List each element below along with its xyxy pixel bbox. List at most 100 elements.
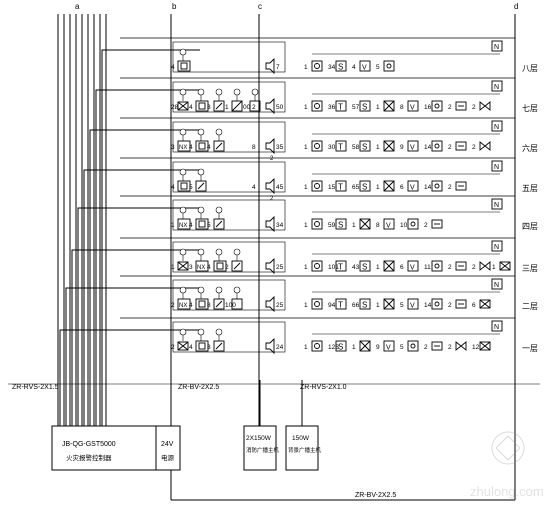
controller-name: 火灾报警控制器 bbox=[66, 453, 112, 462]
cable-label-left: ZR-RVS-2X1.5 bbox=[12, 384, 59, 391]
address-module-icon bbox=[197, 328, 205, 336]
floor-section-box bbox=[172, 241, 286, 273]
address-module-icon bbox=[197, 168, 205, 176]
device-count: 2 bbox=[171, 344, 175, 351]
svg-text:T: T bbox=[338, 143, 343, 152]
device-count: 2 bbox=[448, 104, 452, 111]
address-module-icon bbox=[215, 88, 223, 96]
bell-icon bbox=[195, 180, 207, 192]
svg-text:V: V bbox=[386, 223, 391, 230]
S-icon: S bbox=[359, 140, 371, 152]
svg-text:S: S bbox=[362, 301, 367, 310]
circle-icon bbox=[407, 340, 419, 352]
T-icon: T bbox=[335, 180, 347, 192]
NX-icon: NX bbox=[177, 218, 191, 230]
amp1-rating: 2X150W bbox=[246, 435, 272, 442]
svg-text:S: S bbox=[362, 183, 367, 192]
speaker-count: 34 bbox=[276, 222, 284, 229]
square-circle-icon bbox=[311, 260, 323, 272]
flag-icon bbox=[455, 181, 467, 191]
square-circle-icon bbox=[311, 340, 323, 352]
floor-label: 八层 bbox=[522, 64, 538, 73]
device-count: 100 bbox=[225, 302, 236, 309]
power-supply-box: 24V 电源 bbox=[155, 425, 181, 471]
speaker-icon bbox=[265, 57, 275, 75]
valve-icon bbox=[359, 340, 371, 352]
device-count: 2 bbox=[270, 156, 274, 162]
trunk-line bbox=[89, 129, 200, 426]
svg-text:V: V bbox=[410, 185, 415, 192]
circle-icon bbox=[383, 60, 395, 72]
device-count: 1 bbox=[304, 344, 308, 351]
device-count: 5 bbox=[207, 222, 211, 229]
svg-text:V: V bbox=[410, 145, 415, 152]
floor-section-box bbox=[172, 161, 286, 193]
T-icon: T bbox=[335, 140, 347, 152]
floor-label: 一层 bbox=[522, 344, 538, 353]
N-icon: N bbox=[491, 120, 503, 132]
device-count: 58 bbox=[352, 144, 360, 151]
trunk-line bbox=[59, 329, 200, 426]
column-label-d: d bbox=[514, 2, 518, 11]
module-icon bbox=[177, 180, 191, 192]
device-count: 36 bbox=[328, 104, 336, 111]
device-count: 5 bbox=[400, 344, 404, 351]
trunk-line bbox=[77, 207, 200, 426]
device-count: 9 bbox=[400, 144, 404, 151]
svg-text:S: S bbox=[338, 221, 343, 230]
address-module-icon bbox=[197, 128, 205, 136]
square-circle-icon bbox=[311, 180, 323, 192]
svg-text:N: N bbox=[494, 164, 499, 171]
svg-text:V: V bbox=[410, 265, 415, 272]
column-label-c: c bbox=[258, 2, 262, 11]
device-count: 1 bbox=[304, 144, 308, 151]
cross-icon bbox=[177, 261, 189, 271]
valve-icon bbox=[383, 180, 395, 192]
N-icon: N bbox=[491, 278, 503, 290]
device-count: 4 bbox=[189, 302, 193, 309]
NX-icon: NX bbox=[177, 298, 191, 310]
circle-icon bbox=[431, 100, 443, 112]
speaker-icon bbox=[265, 137, 275, 155]
device-count: 1 bbox=[304, 222, 308, 229]
N-icon: N bbox=[491, 198, 503, 210]
V-icon: V bbox=[359, 60, 371, 72]
address-module-icon bbox=[215, 328, 223, 336]
flag-icon bbox=[431, 219, 443, 229]
address-module-icon bbox=[197, 286, 205, 294]
svg-text:NX: NX bbox=[179, 303, 187, 309]
S-icon: S bbox=[359, 100, 371, 112]
device-count: 2 bbox=[171, 302, 175, 309]
NX-icon: NX bbox=[177, 140, 191, 152]
fire-alarm-controller: JB-QG-GST5000 火灾报警控制器 bbox=[51, 425, 157, 471]
controller-model: JB-QG-GST5000 bbox=[62, 441, 116, 448]
device-count: 30 bbox=[328, 144, 336, 151]
device-count: 1 bbox=[376, 264, 380, 271]
module-icon bbox=[213, 260, 227, 272]
speaker-icon bbox=[265, 295, 275, 313]
device-count: 6 bbox=[472, 302, 476, 309]
bell-icon bbox=[213, 140, 225, 152]
svg-text:NX: NX bbox=[197, 265, 205, 271]
square-circle-icon bbox=[311, 100, 323, 112]
device-count: 1 bbox=[352, 344, 356, 351]
address-module-icon bbox=[215, 128, 223, 136]
valve-icon bbox=[383, 298, 395, 310]
address-module-icon bbox=[215, 286, 223, 294]
device-count: 9 bbox=[376, 344, 380, 351]
trunk-line bbox=[101, 49, 200, 426]
N-icon: N bbox=[491, 80, 503, 92]
device-count: 4 bbox=[352, 64, 356, 71]
device-count: 4 bbox=[189, 104, 193, 111]
address-module-icon bbox=[215, 248, 223, 256]
device-count: 1 bbox=[225, 104, 229, 111]
device-count: 4 bbox=[189, 344, 193, 351]
device-count: 1 bbox=[376, 184, 380, 191]
S-icon: S bbox=[359, 298, 371, 310]
device-count: 5 bbox=[189, 184, 193, 191]
device-count: 1 bbox=[304, 264, 308, 271]
